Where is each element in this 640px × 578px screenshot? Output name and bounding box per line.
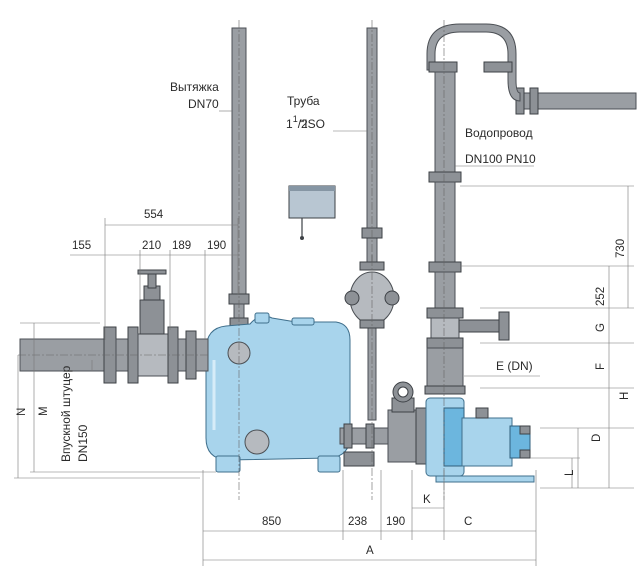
right-dimensions: 730 252 G F H D L: [460, 185, 634, 489]
bottom-dimensions: 850 238 190 A K C: [202, 470, 537, 566]
label-inlet-line1: Впускной штуцер: [59, 365, 73, 462]
dim-k: K: [423, 494, 431, 506]
label-exhaust: Вытяжка DN70: [170, 80, 232, 112]
dim-210: 210: [142, 240, 161, 252]
dim-a: A: [366, 545, 374, 557]
dim-252: 252: [595, 287, 607, 306]
dim-m: M: [38, 406, 50, 416]
top-dimensions: 554 155 210 189 190: [70, 209, 239, 340]
pump-unit: [425, 397, 535, 483]
label-e-dn-text: E (DN): [496, 359, 533, 373]
dim-850: 850: [262, 516, 281, 528]
label-pipe-line1: Труба: [287, 94, 320, 108]
control-box: [288, 185, 336, 240]
dim-190: 190: [207, 240, 226, 252]
dim-g: G: [595, 323, 607, 332]
label-e-dn: E (DN): [464, 359, 540, 377]
dim-d: D: [591, 434, 603, 442]
label-pipe-line2: 11/2: [286, 114, 308, 131]
label-water-supply: Водопровод DN100 PN10: [455, 126, 536, 167]
dim-190b: 190: [386, 516, 405, 528]
dim-h: H: [619, 392, 631, 400]
dim-n: N: [16, 408, 28, 416]
left-dimensions: N M: [14, 322, 216, 479]
dim-554: 554: [144, 209, 164, 221]
label-iso-pipe: Труба 11/2 "ISO: [286, 94, 367, 132]
dim-155: 155: [72, 240, 91, 252]
label-pipe-line2-iso: "ISO: [300, 117, 325, 131]
dim-238: 238: [348, 516, 367, 528]
inlet-pipe: [19, 269, 209, 384]
label-water-line2: DN100 PN10: [465, 152, 536, 166]
label-water-line1: Водопровод: [465, 126, 533, 140]
collection-tank: [205, 312, 351, 473]
dim-730: 730: [615, 239, 627, 258]
dim-l: L: [564, 469, 576, 476]
dim-189: 189: [172, 240, 191, 252]
label-exhaust-line2: DN70: [188, 97, 219, 111]
discharge-line: [339, 381, 427, 467]
dim-f: F: [595, 363, 607, 370]
label-inlet: Впускной штуцер DN150: [59, 360, 93, 462]
dim-c: C: [464, 516, 472, 528]
water-supply-pipe: [424, 23, 637, 395]
label-exhaust-line1: Вытяжка: [170, 80, 219, 94]
label-inlet-line2: DN150: [76, 424, 90, 462]
